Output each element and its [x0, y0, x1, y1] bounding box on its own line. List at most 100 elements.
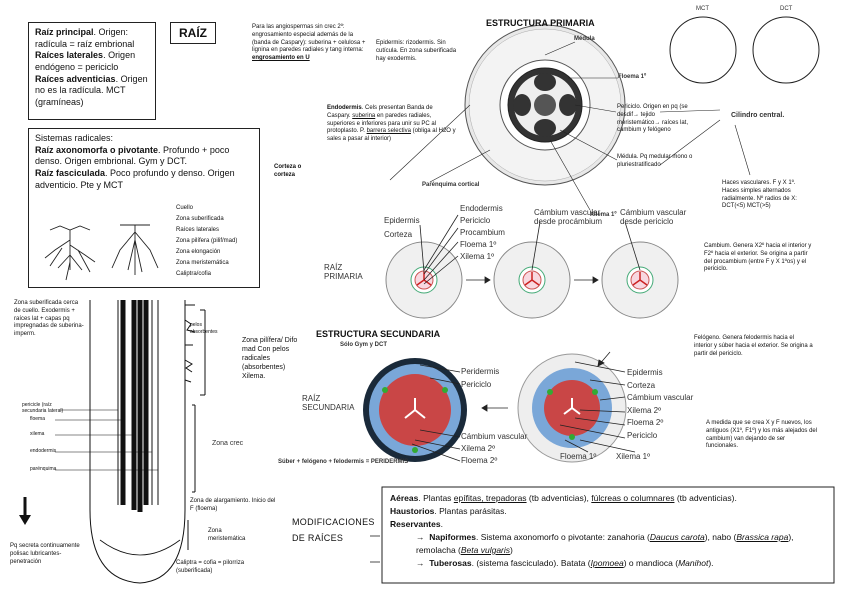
zone-item: Caliptra/cofia: [176, 271, 212, 277]
mct-circle: [669, 16, 737, 84]
zone-item: Zona suberificada: [176, 216, 224, 222]
secondary-right-section: [517, 353, 627, 463]
modifications-box: [381, 486, 835, 584]
root-adventitious-term: Raíces adventicias: [35, 73, 116, 84]
mod-napi-t3: ), nabo (: [704, 532, 737, 542]
primary-label-item: Xilema 1º: [460, 252, 495, 261]
raiz-secundaria-label: RAÍZ SECUNDARIA: [302, 394, 355, 412]
corteza-lbl: Corteza: [384, 230, 413, 239]
mod-aereas: Aéreas. Plantas epífitas, trepadoras (tb…: [390, 492, 830, 505]
angio-note-text: Para las angiospermas sin crec 2º: engro…: [252, 24, 366, 54]
sec-left-label: Peridermis: [461, 367, 500, 376]
zone-item: Raíces laterales: [176, 227, 220, 233]
endodermis-t3: (obliga al H2O y sales a pasar al interi…: [327, 128, 456, 143]
estructura-primaria-title: ESTRUCTURA PRIMARIA: [486, 18, 595, 28]
pq-secreta-note: Pq secreta continuamente polisac lubrica…: [10, 543, 80, 565]
floema-label: Floema 1º: [618, 74, 647, 80]
mod-aereas-t1: . Plantas: [418, 493, 454, 503]
mod-napi-arrow: →: [416, 532, 425, 542]
sec-right-bottom: Floema 1º: [560, 452, 597, 461]
mod-tub: → Tuberosas. (sistema fasciculado). Bata…: [390, 557, 830, 570]
root-origin-box: Raíz principal. Origen: radícula = raíz …: [28, 22, 156, 120]
haces-note: Haces vasculares. F y X 1º. Haces simple…: [722, 180, 797, 210]
zona-pilifera-note: Zona pilífera/ Difo mad Con pelos radica…: [242, 337, 298, 381]
mod-tub-t2: Ipomoea: [590, 558, 624, 568]
zona-crec-label: Zona crec: [212, 440, 244, 447]
sec-right-label: Epidermis: [627, 368, 663, 377]
caliptra-note: Caliptra = cofia = pilorriza (suberifica…: [176, 560, 245, 574]
mod-napi-t6: Beta vulgaris: [460, 545, 511, 555]
zona-suberificada-note: Zona suberificada cerca de cuello. Exode…: [14, 300, 84, 338]
root-primary-sections: [385, 241, 679, 319]
medula-label: Médula: [574, 36, 595, 42]
mod-reserv-term: Reservantes: [390, 519, 441, 529]
long-left-label: parénquima: [30, 466, 57, 472]
zone-item: Zona meristemática: [176, 260, 229, 266]
sec-right-label: Floema 2º: [627, 418, 664, 427]
raiz-primaria-label: RAÍZ PRIMARIA: [324, 263, 363, 281]
mod-tub-term: Tuberosas: [429, 558, 472, 568]
fibrous-def: . Poco profundo y denso. Origen adventic…: [35, 168, 235, 190]
mod-napi-t5: ), remolacha (: [416, 532, 794, 555]
primary-labels: Endodermis Periciclo Procambium Floema 1…: [460, 203, 505, 263]
long-left-label: endodermis: [30, 448, 57, 454]
mod-napi: → Napiformes. Sistema axonomorfo o pivot…: [390, 531, 830, 557]
zone-item: Cuello: [176, 205, 194, 211]
root-lateral-term: Raíces laterales: [35, 50, 104, 61]
sec-right-labels: Epidermis Corteza Cámbium vascular Xilem…: [627, 367, 693, 442]
raiz-title: RAÍZ: [170, 22, 216, 44]
mod-tub-t4: Manihot: [678, 558, 709, 568]
primary-label-item: Procambium: [460, 228, 505, 237]
dct-circle: [752, 16, 820, 84]
mod-reserv: Reservantes.: [390, 519, 443, 529]
pelos-label: pelos absorbentes: [190, 322, 218, 335]
solo-label: Sólo Gym y DCT: [340, 342, 388, 348]
estructura-secundaria-title: ESTRUCTURA SECUNDARIA: [316, 329, 441, 339]
mod-aereas-t2: epífitas, trepadoras: [453, 493, 527, 503]
mod-tub-t5: ).: [708, 558, 714, 568]
mod-aereas-t4: fúlcreas o columnares: [591, 493, 675, 503]
root-adventitious-def: . Origen no es la radícula. MCT (gramíne…: [35, 73, 148, 108]
mod-haust: Haustorios. Plantas parásitas.: [390, 505, 830, 518]
xilema-label: Xilema 1º: [590, 212, 617, 218]
primary-label-item: Endodermis: [460, 204, 503, 213]
root-main-term: Raíz principal: [35, 27, 94, 37]
medula-note: Médula. Pq medular mono o pluriestratifi…: [617, 154, 693, 168]
cambium-peri-label: Cámbium vascular desde periciclo: [620, 208, 687, 226]
epidermis-note: Epidermis: rizodermis. Sin cutícula. En …: [376, 40, 457, 62]
sec-right-bottom: Xilema 1º: [616, 452, 651, 461]
zona-alarg-note: Zona de alargamiento. Inicio del F (floe…: [190, 498, 276, 512]
mod-haust-def: . Plantas parásitas.: [434, 506, 507, 516]
endodermis-term: Endodermis: [327, 105, 362, 111]
mod-aereas-t5: (tb adventicias).: [674, 493, 737, 503]
dct-label: DCT: [780, 6, 793, 12]
sec-left-bottom: Floema 2º: [461, 456, 498, 465]
long-left-label: xilema: [30, 431, 45, 437]
angio-note: Para las angiospermas sin crec 2º: engro…: [252, 24, 370, 63]
sec-right-label: Cámbium vascular: [627, 393, 694, 402]
mct-label: MCT: [696, 6, 709, 12]
cambium-proc-label: Cámbium vascular desde procámbium: [534, 208, 603, 226]
sec-right-label: Xilema 2º: [627, 405, 662, 415]
cambium-note: Cambium. Genera X2º hacia el interior y …: [704, 243, 812, 273]
sec-right-label: Corteza: [627, 380, 656, 390]
endodermis-t1: . Cels presentan Banda de Caspary.: [327, 105, 433, 119]
epidermis-lbl: Epidermis: [384, 216, 420, 225]
mod-aereas-t3: (tb adventicias),: [526, 493, 592, 503]
sec-left-bottom: Xilema 2º: [461, 444, 496, 453]
primary-leader-lines: [389, 41, 751, 211]
root-zone-list: Cuello Zona suberificada Raíces laterale…: [176, 203, 260, 280]
angio-link: engrosamiento en U: [252, 55, 310, 62]
long-left-label: pericicle (raíz secundaria lateral): [22, 402, 64, 414]
long-left-label: floema: [30, 416, 46, 422]
modificaciones-title: MODIFICACIONES DE RAÍCES: [292, 517, 375, 543]
primary-cross-section: [464, 24, 626, 186]
fibrous-term: Raíz fasciculada: [35, 168, 106, 179]
mod-napi-t1: . Sistema axonomorfo o pivotante: zanaho…: [476, 532, 650, 542]
parenquima-label: Parénquima cortical: [422, 182, 480, 188]
endodermis-note: Endodermis. Cels presentan Banda de Casp…: [327, 105, 457, 144]
zone-item: Zona pilífera (pilif/mad): [176, 238, 238, 244]
root-lateral-def: . Origen endógeno = periciclo: [35, 50, 136, 73]
down-arrow: [19, 497, 31, 525]
